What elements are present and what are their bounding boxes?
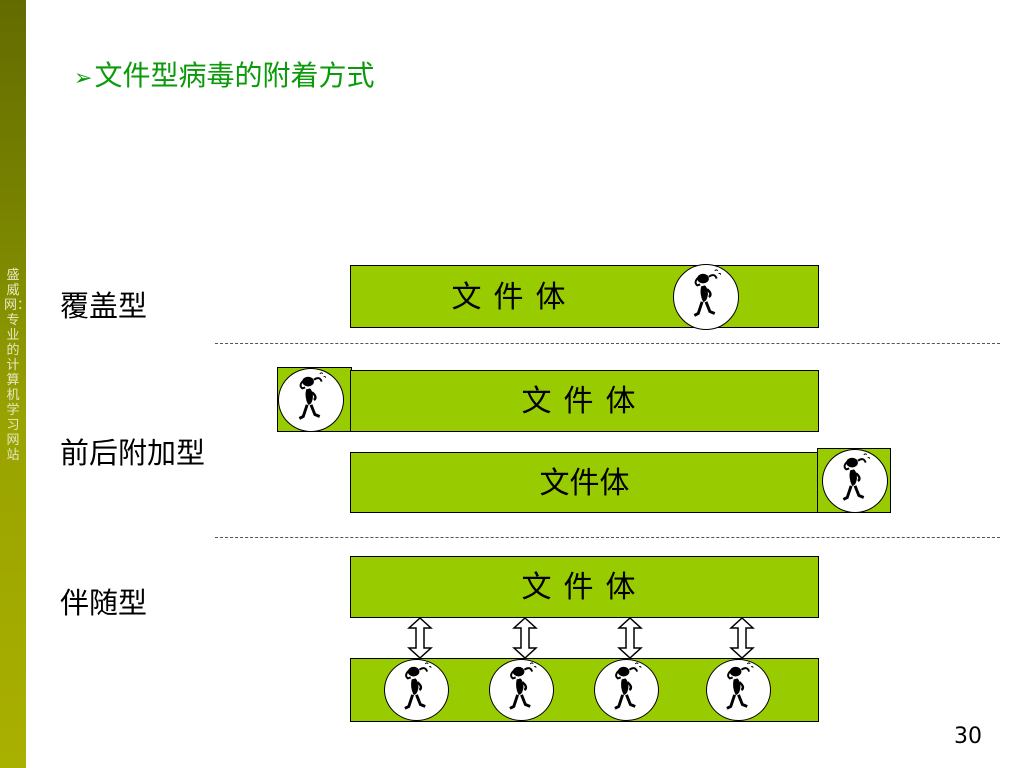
label-companion: 伴随型: [60, 586, 148, 620]
virus-figure-icon: [673, 264, 739, 330]
file-body-text: 文件体: [521, 570, 648, 605]
virus-figure-icon: [706, 659, 771, 721]
file-body-text: 文件体: [521, 384, 648, 419]
double-arrow-icon: [512, 616, 538, 660]
file-body-text: 文件体: [451, 280, 578, 315]
slide-title: ➢文件型病毒的附着方式: [74, 54, 374, 94]
sidebar-text: 盛威网：专业的计算机学习网站: [4, 268, 31, 463]
file-body-bar-overwrite: 文件体: [350, 265, 819, 328]
virus-figure-icon: [384, 659, 449, 721]
page-number: 30: [954, 724, 982, 749]
double-arrow-icon: [617, 616, 643, 660]
sidebar: 盛威网：专业的计算机学习网站: [0, 0, 31, 768]
slide-title-text: 文件型病毒的附着方式: [94, 59, 375, 92]
virus-figure-icon: [822, 449, 888, 513]
file-body-text: 文件体: [539, 466, 630, 501]
label-overwrite: 覆盖型: [60, 289, 148, 323]
virus-figure-icon: [594, 659, 659, 721]
label-prepend-append: 前后附加型: [60, 436, 206, 470]
double-arrow-icon: [729, 616, 755, 660]
file-body-bar-prepend: 文件体: [350, 370, 819, 432]
divider-line: [215, 343, 1000, 344]
virus-figure-icon: [489, 659, 554, 721]
double-arrow-icon: [407, 616, 433, 660]
bullet-arrow-icon: ➢: [74, 66, 93, 91]
file-body-bar-companion: 文件体: [350, 556, 819, 618]
divider-line: [215, 537, 1000, 538]
virus-figure-icon: [278, 368, 344, 432]
file-body-bar-append: 文件体: [350, 452, 819, 513]
